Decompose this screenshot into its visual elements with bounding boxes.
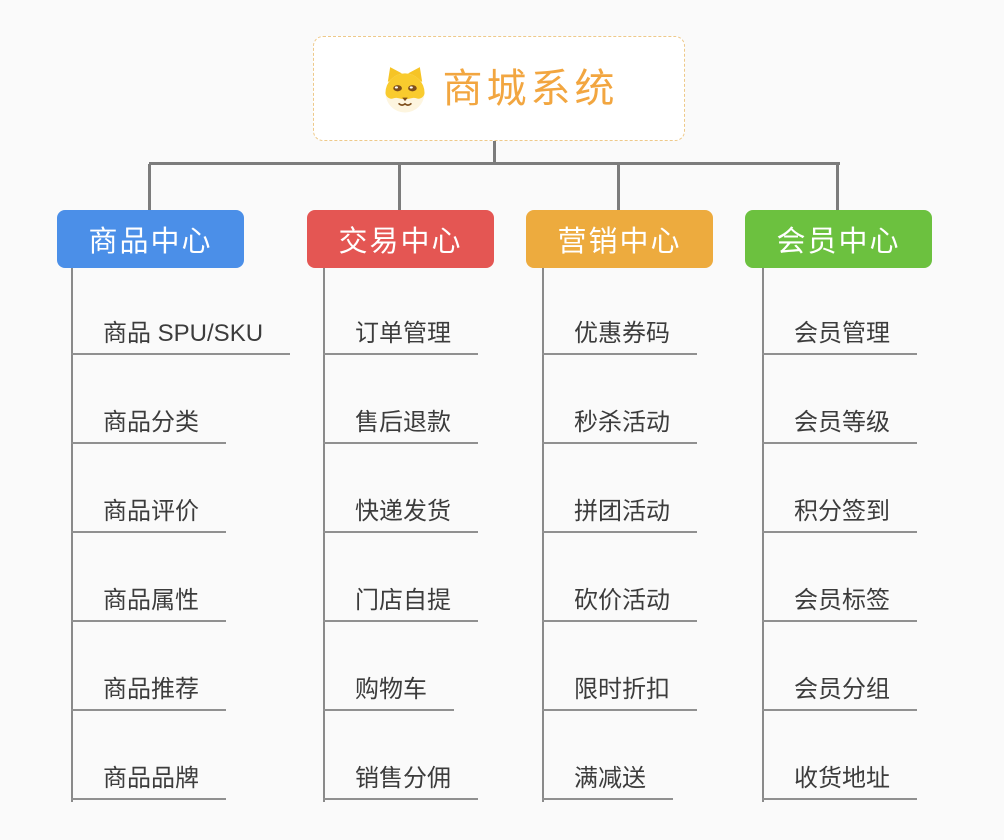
leaf-node[interactable]: 会员标签 — [762, 582, 917, 622]
connector-root-stub — [493, 141, 496, 164]
leaf-node[interactable]: 门店自提 — [323, 582, 478, 622]
leaf-node[interactable]: 商品 SPU/SKU — [71, 315, 291, 355]
dog-face-icon — [384, 66, 425, 112]
leaf-node[interactable]: 商品评价 — [71, 493, 226, 533]
branch-label: 会员中心 — [776, 226, 901, 258]
leaf-node[interactable]: 积分签到 — [762, 493, 917, 533]
branch-node-member-center[interactable]: 会员中心 — [745, 210, 932, 268]
leaf-node[interactable]: 满减送 — [542, 760, 673, 800]
leaf-node[interactable]: 优惠券码 — [542, 315, 697, 355]
connector-horizontal — [149, 162, 840, 165]
root-node-mall-system[interactable]: 商城系统 — [313, 36, 685, 141]
leaf-node[interactable]: 商品品牌 — [71, 760, 226, 800]
leaf-node[interactable]: 订单管理 — [323, 315, 478, 355]
branch-line-marketing — [542, 268, 544, 802]
leaf-node[interactable]: 砍价活动 — [542, 582, 697, 622]
branch-node-trade-center[interactable]: 交易中心 — [307, 210, 494, 268]
leaf-node[interactable]: 商品属性 — [71, 582, 226, 622]
leaf-node[interactable]: 限时折扣 — [542, 671, 697, 711]
leaf-node[interactable]: 秒杀活动 — [542, 404, 697, 444]
leaf-node[interactable]: 快递发货 — [323, 493, 478, 533]
leaf-node[interactable]: 商品推荐 — [71, 671, 226, 711]
branch-line-product — [71, 268, 73, 802]
leaf-node[interactable]: 拼团活动 — [542, 493, 697, 533]
leaf-node[interactable]: 收货地址 — [762, 760, 917, 800]
leaf-node[interactable]: 会员等级 — [762, 404, 917, 444]
connector-drop-member — [836, 164, 839, 210]
branch-label: 营销中心 — [557, 226, 682, 258]
leaf-node[interactable]: 会员管理 — [762, 315, 917, 355]
connector-drop-marketing — [617, 164, 620, 210]
leaf-node[interactable]: 会员分组 — [762, 671, 917, 711]
branch-line-member — [762, 268, 764, 802]
leaf-node[interactable]: 销售分佣 — [323, 760, 478, 800]
branch-node-marketing-center[interactable]: 营销中心 — [526, 210, 713, 268]
leaf-node[interactable]: 售后退款 — [323, 404, 478, 444]
leaf-node[interactable]: 购物车 — [323, 671, 454, 711]
connector-drop-product — [148, 164, 151, 210]
branch-line-trade — [323, 268, 325, 802]
root-title: 商城系统 — [442, 66, 619, 111]
connector-drop-trade — [398, 164, 401, 210]
branch-label: 商品中心 — [88, 226, 213, 258]
leaf-node[interactable]: 商品分类 — [71, 404, 226, 444]
branch-node-product-center[interactable]: 商品中心 — [57, 210, 244, 268]
branch-label: 交易中心 — [338, 226, 463, 258]
